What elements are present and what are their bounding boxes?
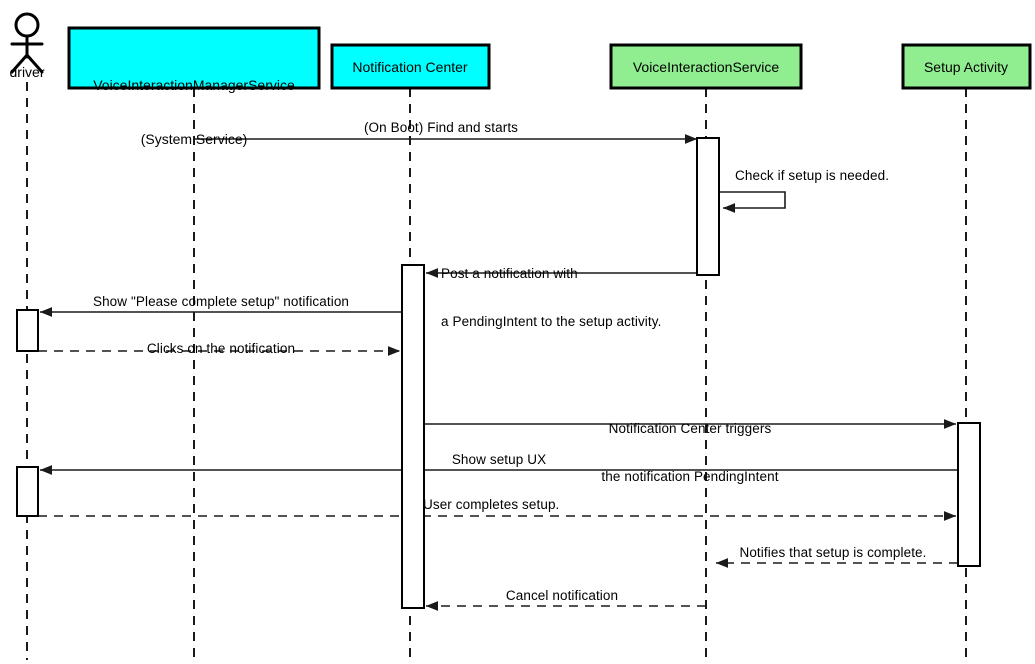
arrowhead-clicks-notification [388,346,400,356]
messages-group [38,134,958,611]
arrowhead-triggers-pendingintent [944,419,956,429]
activation-bars-group [16,137,981,609]
message-label-triggers-line2: the notification PendingIntent [601,469,779,484]
arrowhead-user-completes-setup [944,511,956,521]
actor-driver-figure [10,12,44,74]
message-label-on-boot-find-and-starts: (On Boot) Find and starts [363,120,519,135]
activation-bar-driver-1 [16,309,39,352]
message-label-post-a-notification-line2: a PendingIntent to the setup activity. [441,314,662,329]
participant-label-notification-center: Notification Center [352,59,468,75]
message-label-check-if-setup-is-needed: Check if setup is needed. [735,168,890,183]
participant-label-voiceinteractionservice: VoiceInteractionService [632,59,780,75]
participant-label-vims: VoiceInteractionManagerService (System S… [71,40,317,184]
arrowhead-on-boot [685,134,697,144]
participant-label-vims-line1: VoiceInteractionManagerService [93,77,295,93]
arrowhead-post-notification [426,268,438,278]
participant-box-vims[interactable] [67,26,321,90]
participant-label-setup-activity: Setup Activity [923,59,1009,75]
message-label-triggers-line1: Notification Center triggers [608,421,772,436]
message-label-clicks-on-the-notification: Clicks on the notification [146,341,296,356]
participant-box-notification-center[interactable] [330,43,491,90]
message-label-notification-center-triggers-pendingintent: Notification Center triggers the notific… [601,389,778,517]
message-label-post-a-notification-line1: Post a notification with [441,266,578,281]
participant-box-setup-activity[interactable] [901,43,1032,90]
arrowhead-cancel-notification [426,601,438,611]
arrowhead-check-setup [723,203,735,213]
arrowheads-overlay-group [40,134,956,611]
activation-bar-setup-activity [957,422,981,567]
message-label-user-completes-setup: User completes setup. [423,497,560,512]
arrowhead-show-notification [40,307,52,317]
message-label-show-please-complete-setup-notification: Show "Please complete setup" notificatio… [92,294,350,309]
arrowhead-show-setup-ux [40,465,52,475]
actor-label-driver: driver [9,64,45,80]
message-arrow-check-if-setup-is-needed [719,191,786,213]
lifelines-group [26,82,967,660]
activation-bar-notification-center [401,264,425,609]
participant-boxes-group [67,26,1032,90]
message-label-cancel-notification: Cancel notification [505,588,619,603]
participant-label-vims-line2: (System Service) [140,131,248,147]
message-label-notifies-that-setup-is-complete: Notifies that setup is complete. [739,545,927,560]
arrowhead-notifies-complete [716,558,728,568]
activation-bar-voiceinteractionservice [696,137,720,276]
activation-bar-driver-2 [16,466,39,517]
message-label-show-setup-ux: Show setup UX [451,452,547,467]
message-label-post-a-notification: Post a notification with a PendingIntent… [441,234,661,362]
participant-box-voiceinteractionservice[interactable] [609,43,803,90]
